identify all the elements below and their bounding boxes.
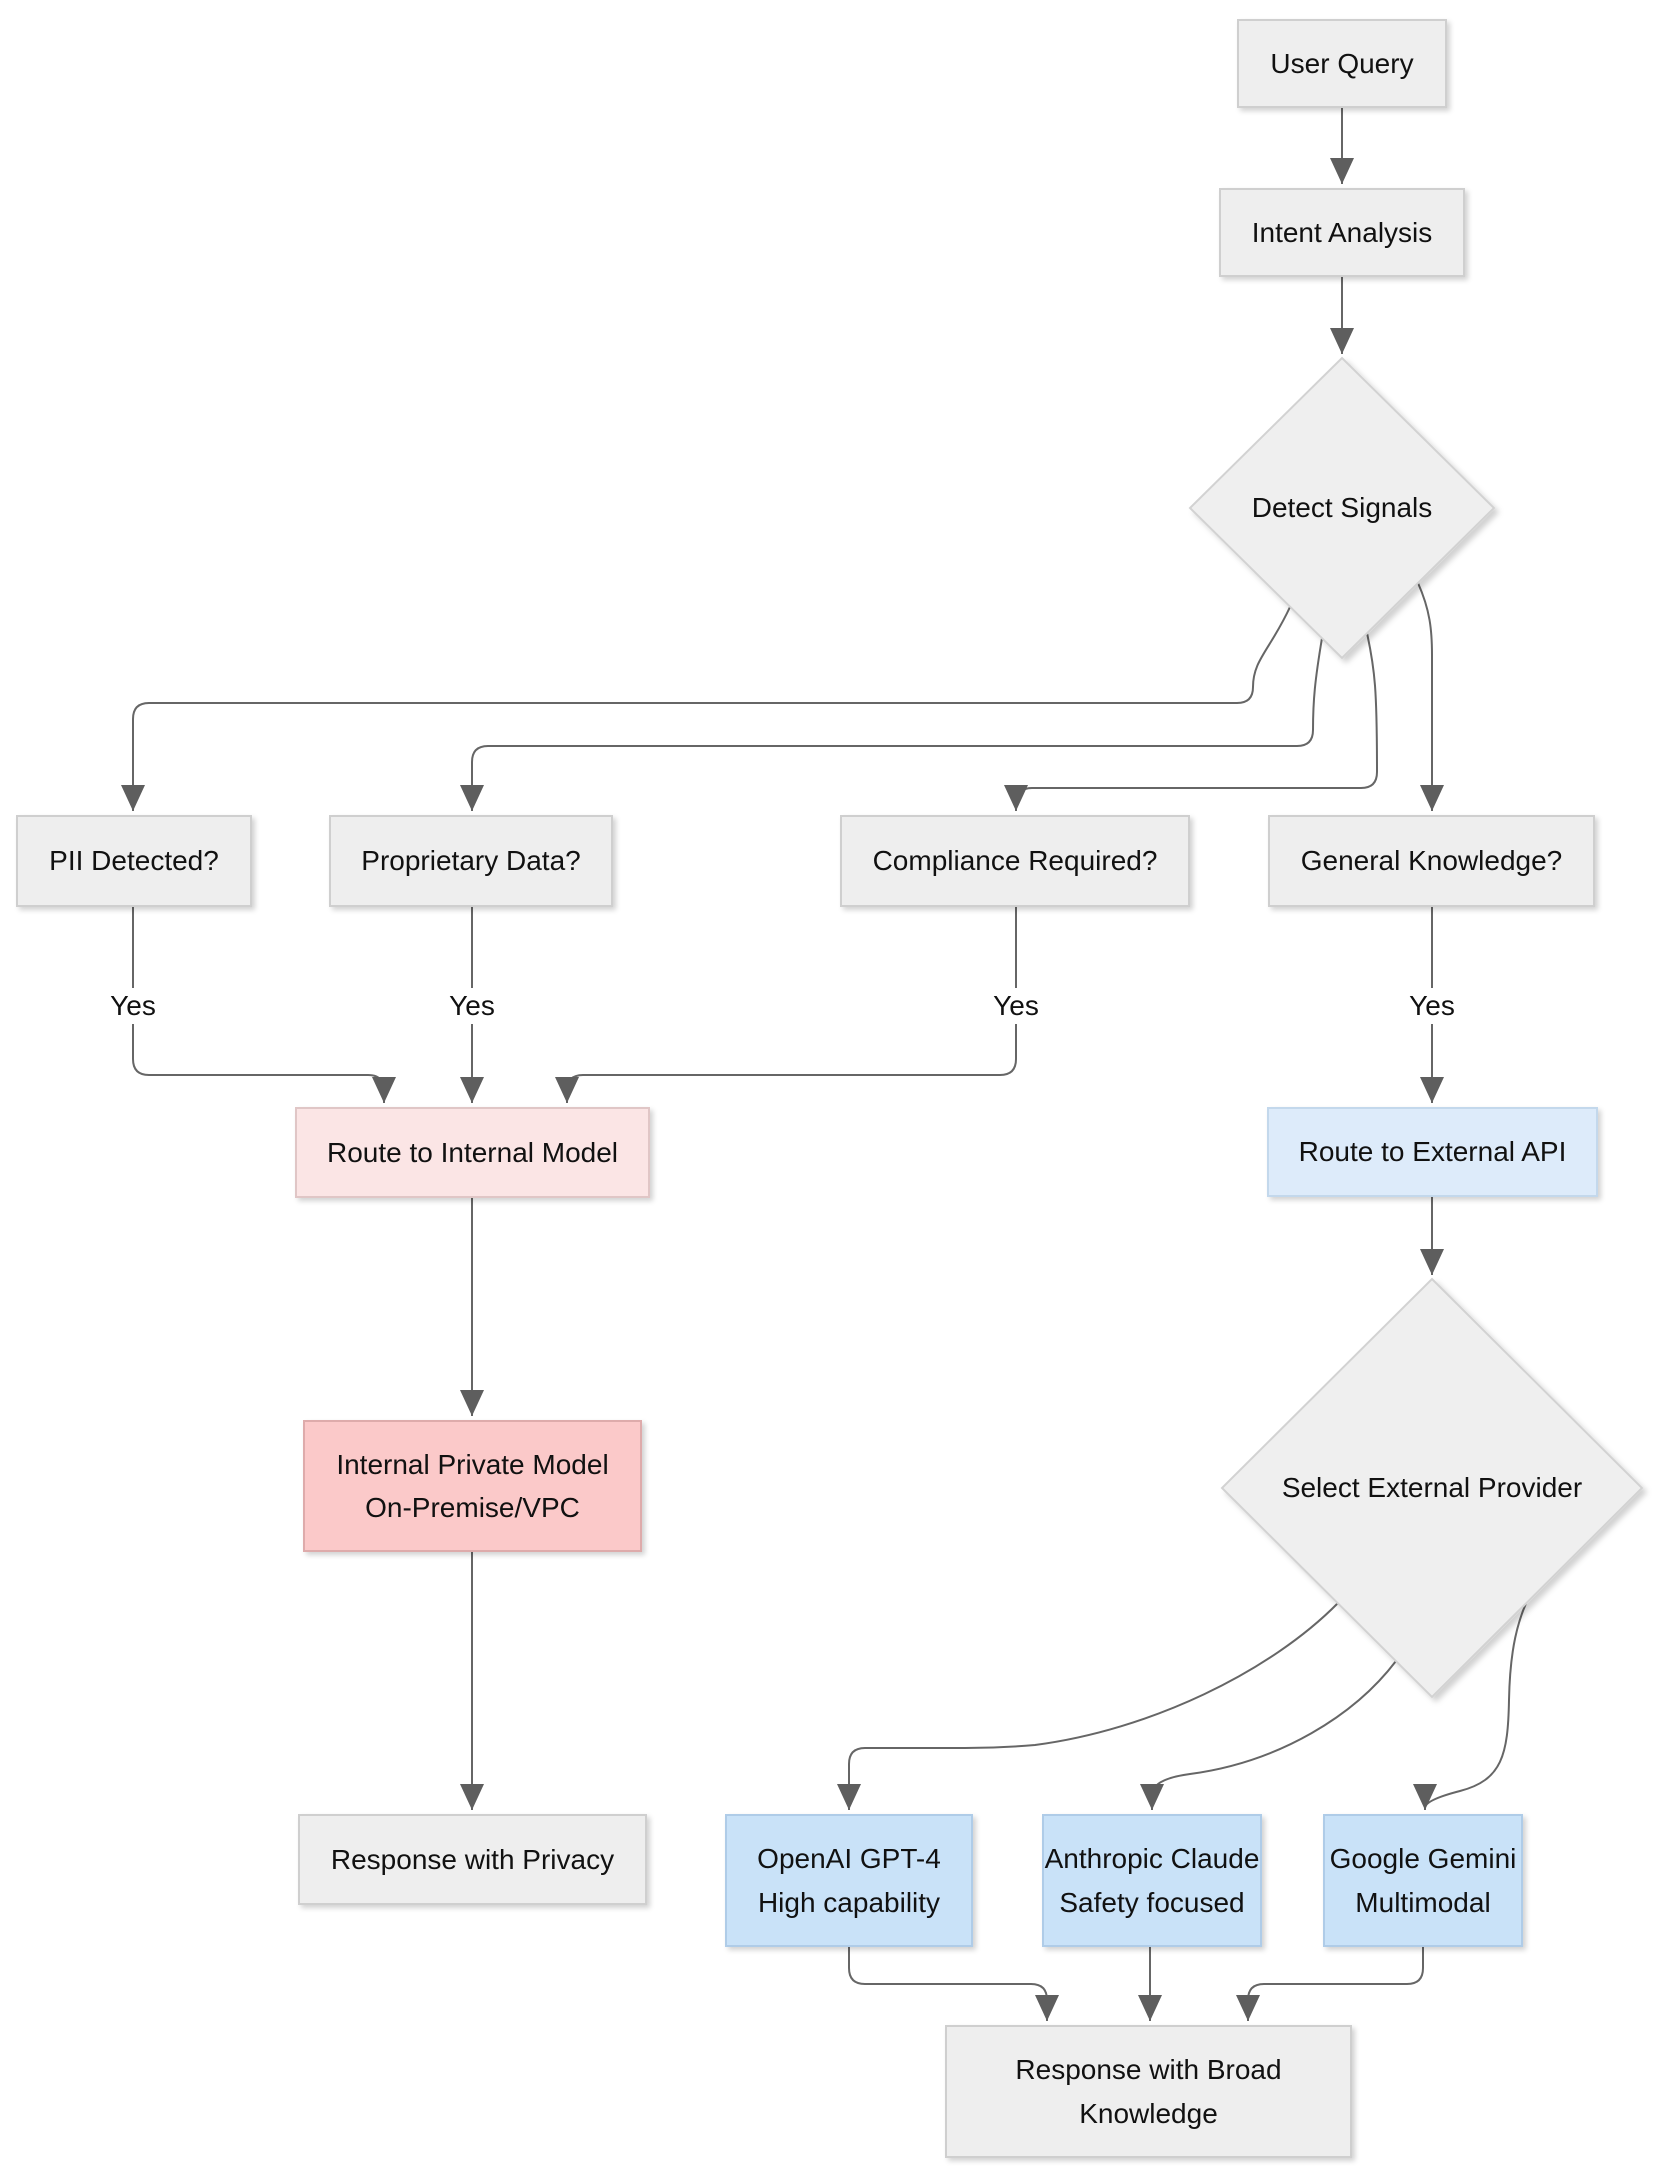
- edge-gemini-responsebroad: [1236, 1947, 1424, 2021]
- edge-detect-proprietary: [460, 637, 1323, 811]
- edge-openai-responsebroad: [848, 1947, 1059, 2021]
- node-route-external: Route to External API: [1267, 1107, 1598, 1197]
- node-internal-private-model: Internal Private Model On-Premise/VPC: [303, 1420, 642, 1552]
- node-compliance-required: Compliance Required?: [840, 815, 1190, 907]
- node-openai: OpenAI GPT-4 High capability: [725, 1814, 973, 1947]
- edge-label-general-yes: Yes: [1401, 988, 1463, 1024]
- node-route-internal: Route to Internal Model: [295, 1107, 650, 1198]
- node-anthropic: Anthropic Claude Safety focused: [1042, 1814, 1262, 1947]
- node-general-knowledge: General Knowledge?: [1268, 815, 1595, 907]
- edge-detect-pii: [121, 606, 1291, 811]
- edge-detect-compliance: [1004, 632, 1379, 811]
- node-pii-detected: PII Detected?: [16, 815, 252, 907]
- node-intent-analysis: Intent Analysis: [1219, 188, 1465, 277]
- node-proprietary-data: Proprietary Data?: [329, 815, 613, 907]
- node-gemini: Google Gemini Multimodal: [1323, 1814, 1523, 1947]
- edge-label-proprietary-yes: Yes: [441, 988, 503, 1024]
- edge-compliance-routeinternal: [555, 907, 1017, 1103]
- edge-selectprovider-anthropic: [1140, 1660, 1397, 1810]
- edge-detect-general: [1417, 582, 1444, 811]
- edge-label-compliance-yes: Yes: [985, 988, 1047, 1024]
- edge-selectprovider-openai: [837, 1602, 1339, 1810]
- select-provider-diamond-shape: [1220, 1277, 1644, 1699]
- detect-signals-diamond-shape: [1188, 356, 1496, 660]
- edge-label-pii-yes: Yes: [102, 988, 164, 1024]
- edge-selectprovider-gemini: [1413, 1589, 1533, 1810]
- node-user-query: User Query: [1237, 19, 1447, 108]
- edge-pii-routeinternal: [132, 907, 396, 1103]
- node-response-broad: Response with Broad Knowledge: [945, 2025, 1352, 2158]
- node-response-privacy: Response with Privacy: [298, 1814, 647, 1905]
